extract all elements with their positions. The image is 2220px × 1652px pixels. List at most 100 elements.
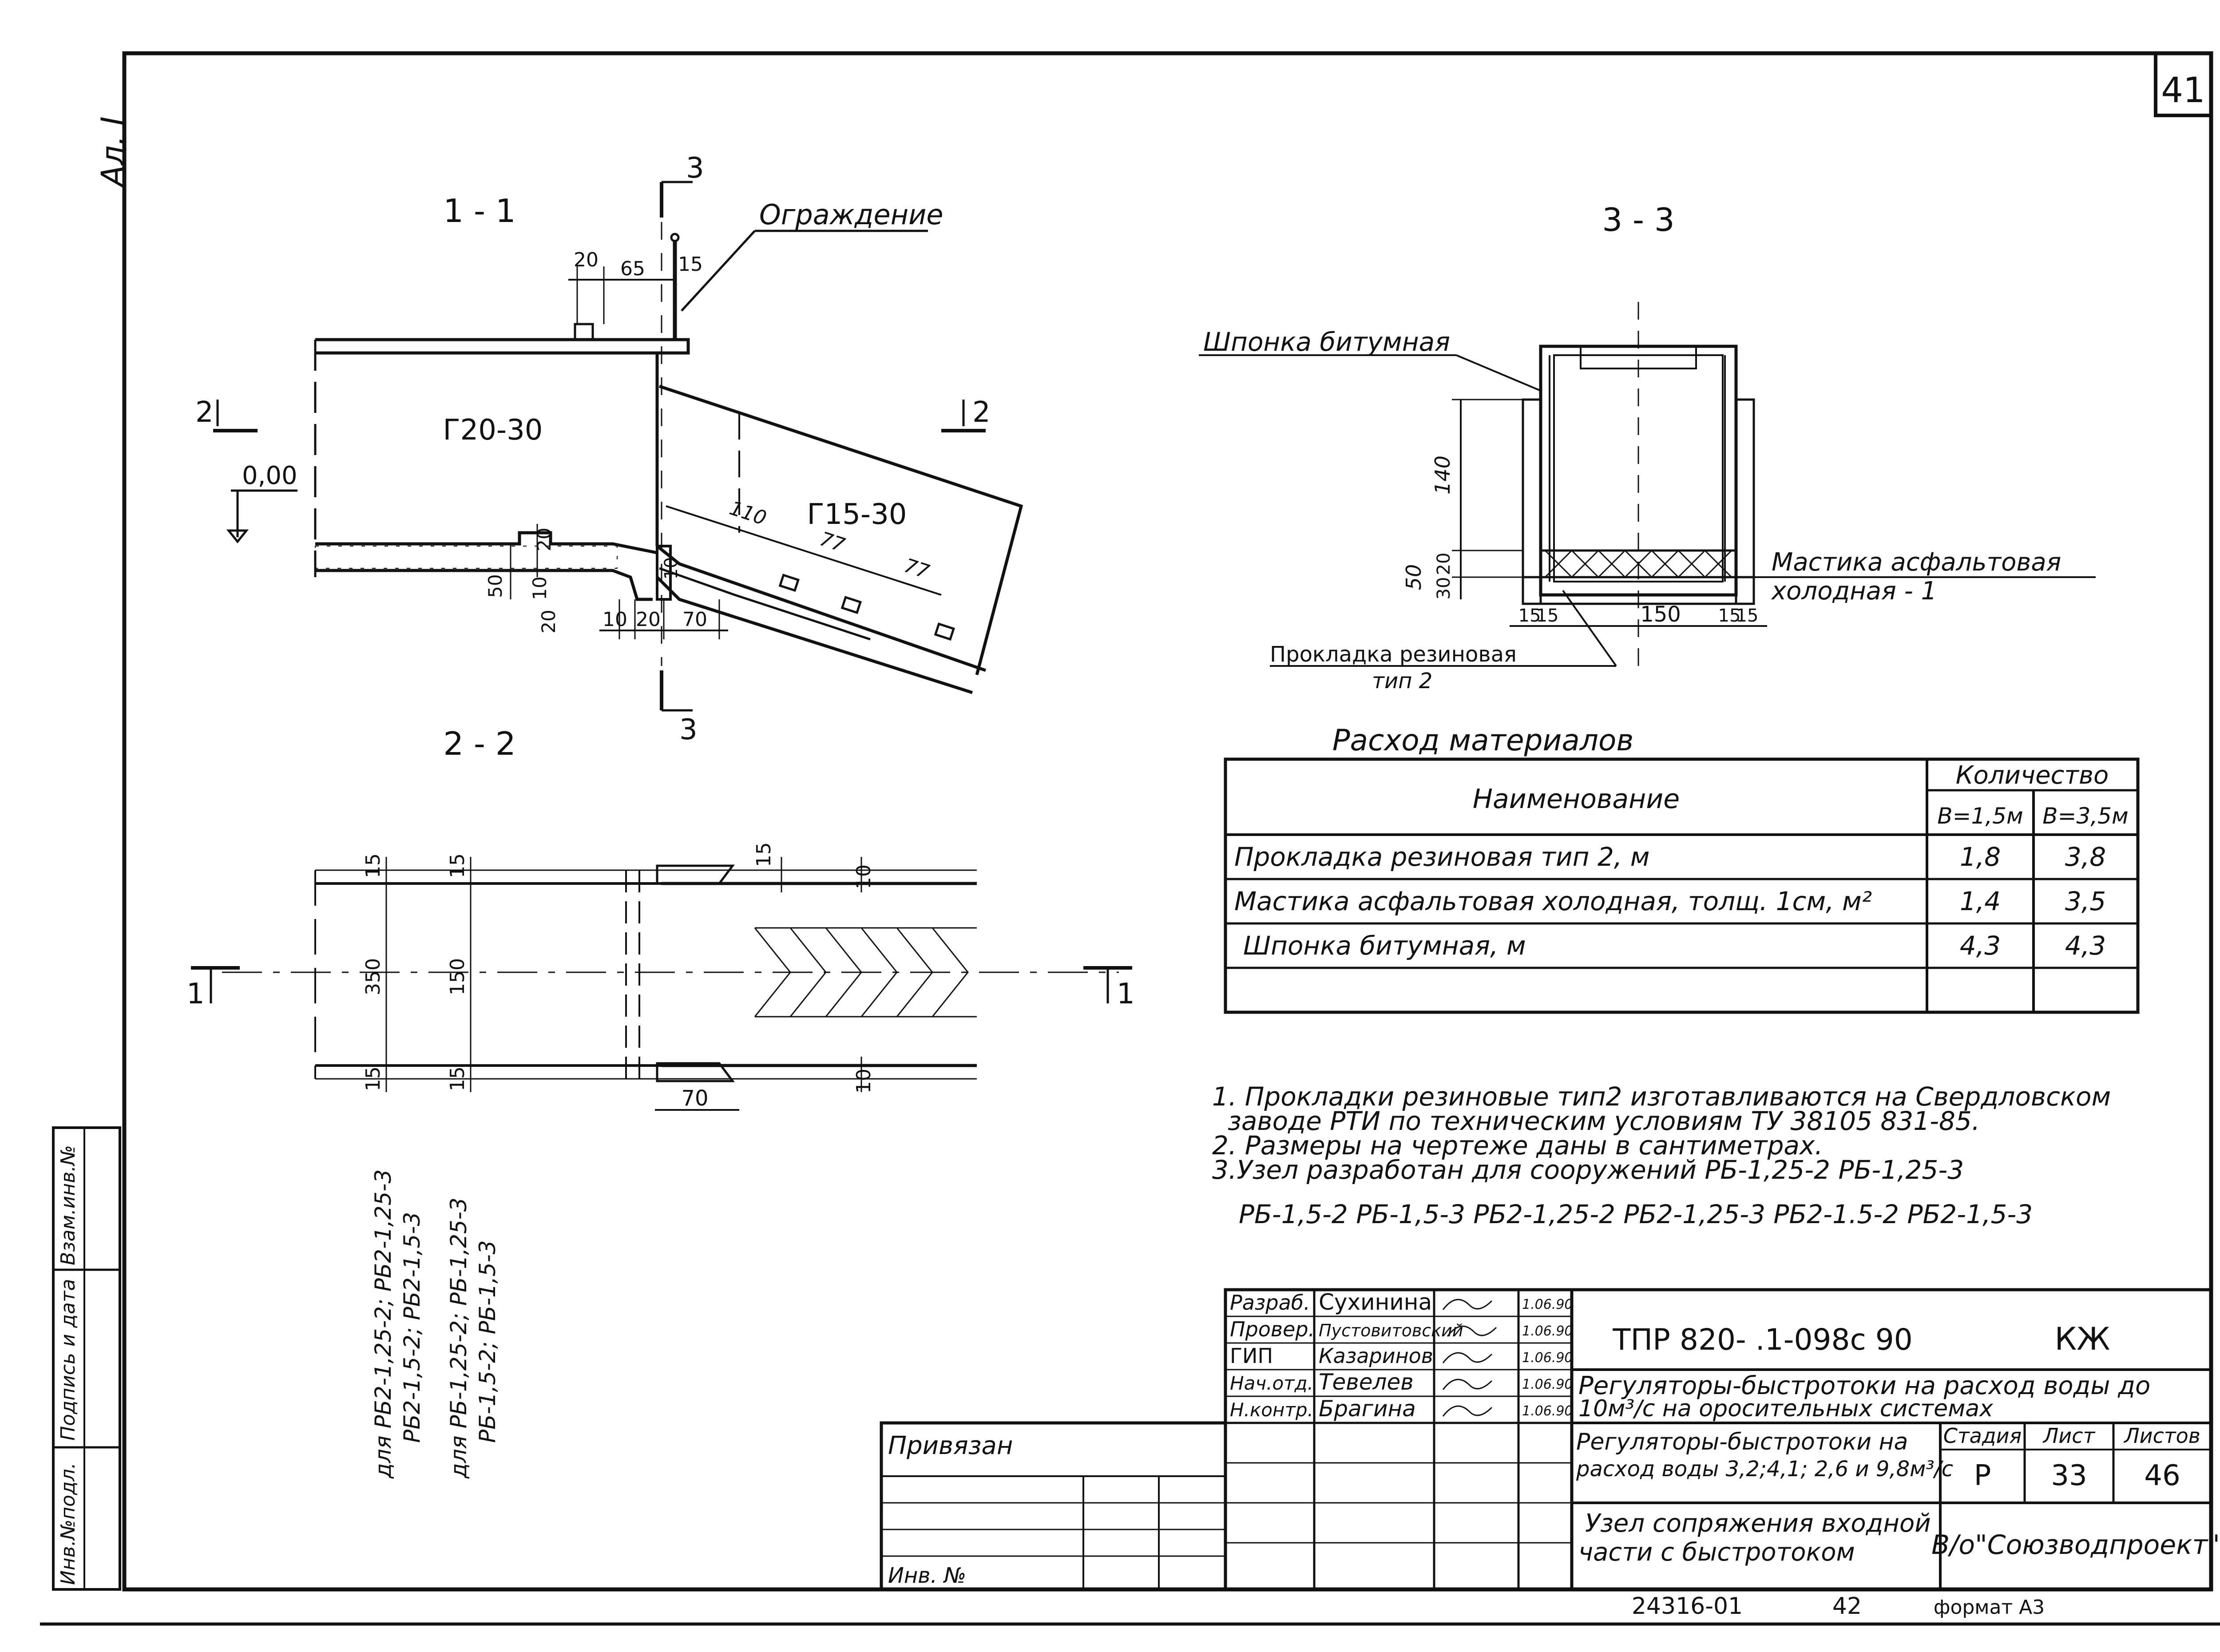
sig2-date: 1.06.90 — [1522, 1323, 1573, 1339]
dim-15-d: 15 — [362, 1066, 385, 1091]
cut-2-right: 2 — [972, 396, 991, 429]
dim-150: 150 — [446, 958, 469, 995]
label-mastika-line2: холодная - 1 — [1771, 577, 1937, 606]
dim-15-h1: 15 — [1518, 606, 1541, 626]
sig5-name: Брагина — [1319, 1396, 1416, 1422]
notes: 1. Прокладки резиновые тип2 изготавливаю… — [1212, 1082, 2111, 1229]
dim-15-h2: 15 — [1536, 606, 1559, 626]
dim-15-c: 15 — [753, 842, 775, 867]
sig1-signature — [1442, 1299, 1493, 1310]
sig3-role: ГИП — [1230, 1344, 1273, 1368]
cut-3-bottom: 3 — [679, 713, 698, 746]
dim-30-v: 30 — [1434, 577, 1454, 600]
dim-10-a: 10 — [852, 864, 875, 889]
label-mastika-line1: Мастика асфальтовая — [1772, 548, 2061, 577]
section-1-1-title: 1 - 1 — [443, 192, 515, 230]
dim-20-v: 20 — [1434, 553, 1454, 575]
section-1-1: 1 - 1 Г20-30 Г15-30 0,00 — [195, 152, 1023, 746]
organization: В/о"Союзводпроект" — [1931, 1529, 2220, 1561]
header-b1: В=1,5м — [1937, 803, 2023, 829]
sig3-date: 1.06.90 — [1522, 1350, 1573, 1366]
stage-value: Р — [1974, 1459, 1991, 1492]
sig5-signature — [1442, 1405, 1493, 1417]
sig2-signature — [1447, 1325, 1497, 1337]
sig2-role: Провер. — [1230, 1317, 1315, 1341]
object-line1: Регуляторы-быстротоки на — [1576, 1429, 1908, 1455]
dim-15-b: 15 — [446, 853, 469, 878]
dim-77-b: 77 — [901, 554, 932, 583]
doc-code: ТПР 820- .1-098с 90 — [1612, 1323, 1913, 1357]
cut-1-left: 1 — [186, 978, 205, 1010]
dim-10-bottom: 10 — [603, 608, 627, 631]
row1-b2: 3,8 — [2065, 842, 2106, 872]
sig1-date: 1.06.90 — [1522, 1297, 1573, 1312]
doc-mark: КЖ — [2054, 1321, 2110, 1357]
row2-name: Мастика асфальтовая холодная, толщ. 1см,… — [1234, 886, 1872, 916]
dim-50-v: 50 — [1402, 564, 1426, 590]
sig5-date: 1.06.90 — [1522, 1403, 1573, 1419]
stamp-vzam: Взам.инв.№ — [57, 1145, 79, 1265]
sig4-signature — [1442, 1379, 1493, 1390]
sig5-role: Н.контр. — [1230, 1399, 1313, 1421]
block-label-g15-30: Г15-30 — [807, 498, 907, 531]
stamp-inv-podl: Инв.№подл. — [57, 1462, 79, 1585]
note-line-4: 3.Узел разработан для сооружений РБ-1,25… — [1212, 1155, 1964, 1185]
dim-65: 65 — [620, 258, 645, 280]
archive-number: 24316-01 — [1632, 1593, 1743, 1620]
dim-15-a: 15 — [362, 853, 385, 878]
object-line2: расход воды 3,2;4,1; 2,6 и 9,8м³/с — [1576, 1457, 1953, 1482]
sig3-signature — [1442, 1352, 1493, 1363]
project-title-line2: 10м³/с на оросительных системах — [1578, 1395, 1994, 1422]
inv-no-label: Инв. № — [888, 1563, 966, 1588]
format-label: формат А3 — [1934, 1596, 2045, 1619]
dim-15-h3: 15 — [1718, 606, 1741, 626]
dim-20-slab: 20 — [533, 527, 555, 551]
sig4-role: Нач.отд. — [1230, 1372, 1313, 1394]
sheets-value: 46 — [2144, 1459, 2180, 1492]
dim-70-plan: 70 — [681, 1086, 708, 1111]
dim-20-top: 20 — [574, 249, 599, 271]
row3-b2: 4,3 — [2065, 931, 2106, 961]
drawing-title-line2: части с быстротоком — [1578, 1538, 1855, 1567]
dim-10-joint: 10 — [661, 557, 682, 580]
cut-2-left: 2 — [195, 396, 214, 429]
row2-b2: 3,5 — [2065, 886, 2106, 916]
dim-10-b: 10 — [852, 1069, 875, 1093]
sheet-label: Лист — [2042, 1424, 2096, 1448]
header-qty: Количество — [1956, 761, 2109, 790]
note-line-5: РБ-1,5-2 РБ-1,5-3 РБ2-1,25-2 РБ2-1,25-3 … — [1239, 1199, 2033, 1229]
row1-b1: 1,8 — [1960, 842, 2001, 872]
stamp-podpis: Подпись и дата — [57, 1279, 79, 1441]
fence-label: Ограждение — [759, 198, 944, 231]
row3-b1: 4,3 — [1960, 931, 2001, 961]
dim-20-bottom: 20 — [636, 608, 661, 631]
dim-15-h4: 15 — [1736, 606, 1759, 626]
label-prokladka-line2: тип 2 — [1372, 669, 1432, 693]
dim-110: 110 — [727, 497, 769, 530]
sig3-name: Казаринов — [1319, 1344, 1433, 1368]
section-2-2: 2 - 2 1 1 15 — [186, 725, 1135, 1479]
note-rb-line2: РБ-1,5-2; РБ-1,5-3 — [475, 1240, 500, 1443]
dim-10-slab: 10 — [529, 576, 551, 600]
cut-3-top: 3 — [686, 152, 704, 185]
side-stamp: Инв.№подл. Подпись и дата Взам.инв.№ — [52, 1126, 121, 1591]
note-rb2-line2: РБ2-1,5-2; РБ2-1,5-3 — [399, 1212, 425, 1443]
title-block: Разраб. Сухинина 1.06.90 Провер. Пустови… — [880, 1288, 2220, 1591]
sig2-name: Пустовитовский — [1319, 1321, 1463, 1340]
label-prokladka-line1: Прокладка резиновая — [1270, 642, 1517, 667]
sig4-name: Тевелев — [1319, 1369, 1414, 1395]
drawing-title-line1: Узел сопряжения входной — [1585, 1509, 1931, 1538]
dim-70: 70 — [682, 608, 707, 631]
dim-20-bottom-v: 20 — [538, 610, 559, 633]
materials-table: Расход материалов Наименование Количеств… — [1224, 723, 2140, 1014]
archive-page: 42 — [1832, 1593, 1862, 1620]
section-3-3: 3 - 3 Шпонка битумная Мастика асфальтова… — [1199, 201, 2096, 693]
sheet-value: 33 — [2051, 1459, 2087, 1492]
note-line-3: 2. Размеры на чертеже даны в сантиметрах… — [1212, 1130, 1823, 1161]
section-3-3-title: 3 - 3 — [1602, 201, 1674, 238]
level-mark: 0,00 — [242, 461, 297, 490]
sheets-label: Листов — [2123, 1424, 2200, 1448]
cut-1-right: 1 — [1117, 978, 1135, 1010]
project-title-line1: Регуляторы-быстротоки на расход воды до — [1578, 1371, 2150, 1400]
